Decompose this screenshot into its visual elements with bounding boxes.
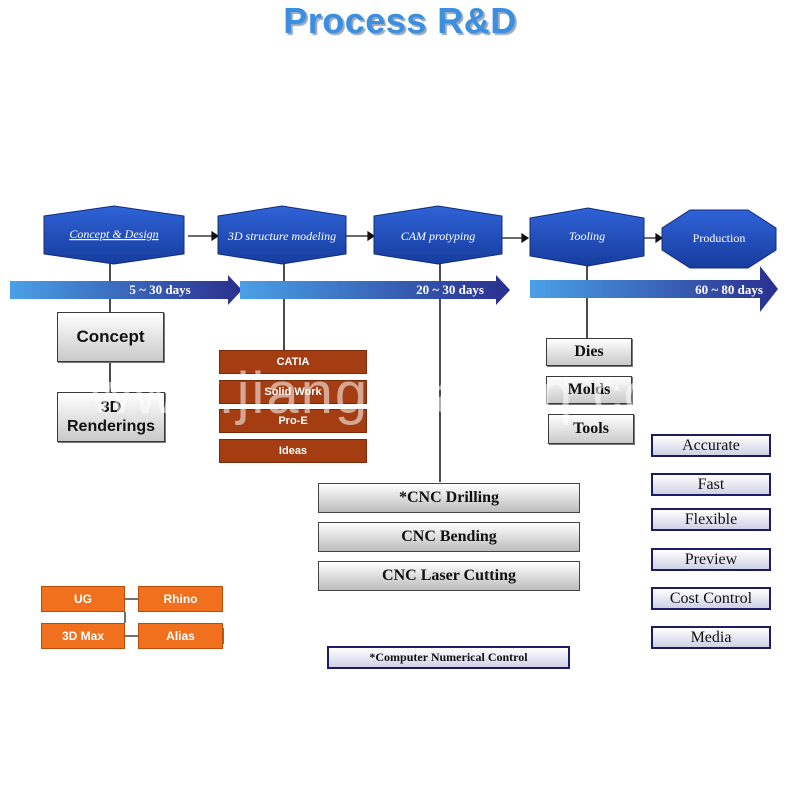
watermark: www.jiangsuarmq.com xyxy=(90,361,709,426)
duration-arrow-2 xyxy=(240,275,510,305)
stage-hexagons: Concept & Design 3D structure modeling C… xyxy=(43,205,777,269)
stage-label-3d-modeling: 3D structure modeling xyxy=(227,229,336,243)
duration-label-2: 20 ~ 30 days xyxy=(416,282,484,297)
stage-label-production: Production xyxy=(693,231,746,245)
software-box-rhino: Rhino xyxy=(138,586,223,612)
stage-hexagon-concept-design xyxy=(43,205,185,265)
cad-box-ideas: Ideas xyxy=(219,439,367,463)
tooling-box-dies: Dies xyxy=(546,338,632,366)
tooling-box-molds: Molds xyxy=(546,376,632,404)
cad-box-catia: CATIA xyxy=(219,350,367,374)
stage-hexagon-3d-modeling xyxy=(217,205,347,265)
concept-box: Concept xyxy=(57,312,164,362)
software-box-3dmax: 3D Max xyxy=(41,623,125,649)
duration-arrow-3 xyxy=(530,266,778,312)
stage-hexagon-production xyxy=(661,209,777,269)
cnc-box-bending: CNC Bending xyxy=(318,522,580,552)
page-title: Process R&D xyxy=(283,0,517,41)
quality-box-fast: Fast xyxy=(651,473,771,496)
stage-label-concept-design: Concept & Design xyxy=(69,227,158,241)
cnc-box-drilling: *CNC Drilling xyxy=(318,483,580,513)
tooling-box-tools: Tools xyxy=(548,414,634,444)
duration-label-3: 60 ~ 80 days xyxy=(695,282,763,297)
quality-box-media: Media xyxy=(651,626,771,649)
cnc-box-laser-cutting: CNC Laser Cutting xyxy=(318,561,580,591)
software-box-alias: Alias xyxy=(138,623,223,649)
stage-label-tooling: Tooling xyxy=(569,229,605,243)
stage-hexagon-tooling xyxy=(529,207,645,267)
quality-box-preview: Preview xyxy=(651,548,771,571)
duration-label-1: 5 ~ 30 days xyxy=(129,282,190,297)
cad-box-proe: Pro-E xyxy=(219,409,367,433)
software-box-ug: UG xyxy=(41,586,125,612)
stage-label-cam-prototyping: CAM protyping xyxy=(401,229,476,243)
renderings-box: 3D Renderings xyxy=(57,392,165,442)
footnote-box: *Computer Numerical Control xyxy=(327,646,570,669)
quality-box-flexible: Flexible xyxy=(651,508,771,531)
duration-arrow-1 xyxy=(10,275,242,305)
stage-arrows xyxy=(188,230,664,244)
cad-box-solidwork: Solid Work xyxy=(219,380,367,404)
stage-hexagon-cam-prototyping xyxy=(373,205,503,265)
quality-box-cost-control: Cost Control xyxy=(651,587,771,610)
duration-arrows: 5 ~ 30 days 20 ~ 30 days 60 ~ 80 days xyxy=(10,266,778,312)
quality-box-accurate: Accurate xyxy=(651,434,771,457)
